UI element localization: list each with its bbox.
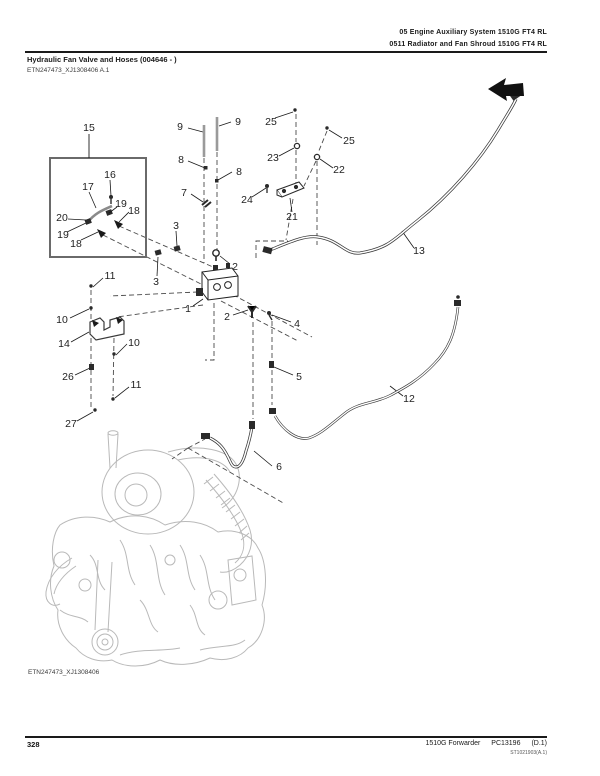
inset-box (49, 134, 147, 258)
callout-16: 16 (104, 168, 116, 181)
callout-25: 25 (343, 134, 355, 147)
hose-12 (269, 295, 461, 440)
callout-26: 26 (62, 370, 74, 383)
callout-9: 9 (235, 115, 241, 128)
header-rule (25, 51, 547, 53)
callout-3: 3 (153, 275, 159, 288)
direction-arrow-icon (488, 78, 524, 101)
callout-22: 22 (333, 163, 345, 176)
callout-24: 24 (241, 193, 253, 206)
callout-7: 7 (181, 186, 187, 199)
callout-1: 1 (185, 302, 191, 315)
callout-6: 6 (276, 460, 282, 473)
callout-19: 19 (57, 228, 69, 241)
callout-10: 10 (56, 313, 68, 326)
figure-reference-top: ETN247473_XJ1308406 A.1 (27, 67, 110, 74)
callout-15: 15 (83, 121, 95, 134)
callout-23: 23 (267, 151, 279, 164)
callout-17: 17 (82, 180, 94, 193)
callout-8: 8 (178, 153, 184, 166)
callout-8: 8 (236, 165, 242, 178)
callout-14: 14 (58, 337, 70, 350)
callout-25: 25 (265, 115, 277, 128)
header-line-2: 0511 Radiator and Fan Shroud 1510G FT4 R… (389, 41, 547, 48)
footer-right: 1510G Forwarder PC13196 (D.1) (416, 740, 547, 747)
callout-2: 2 (224, 310, 230, 323)
callout-4: 4 (294, 317, 300, 330)
footer-rule (25, 736, 547, 738)
callout-12: 12 (403, 392, 415, 405)
callout-11: 11 (104, 269, 116, 282)
callout-18: 18 (70, 237, 82, 250)
dashed-lines (90, 114, 328, 505)
figure-reference-bottom: ETN247473_XJ1308406 (28, 669, 100, 676)
callout-10: 10 (128, 336, 140, 349)
callout-27: 27 (65, 417, 77, 430)
footer-doc: PC13196 (491, 740, 521, 747)
callout-5: 5 (296, 370, 302, 383)
section-title: Hydraulic Fan Valve and Hoses (004646 - … (27, 55, 177, 64)
callout-18: 18 (128, 204, 140, 217)
footer-rev: (D.1) (531, 740, 547, 747)
footer-model: 1510G Forwarder (425, 740, 481, 747)
callout-21: 21 (286, 210, 298, 223)
header-line-1: 05 Engine Auxiliary System 1510G FT4 RL (399, 29, 547, 36)
leader-lines (66, 111, 415, 467)
callout-2: 2 (232, 260, 238, 273)
callout-3: 3 (173, 219, 179, 232)
callout-20: 20 (56, 211, 68, 224)
page-number: 328 (27, 740, 40, 749)
engine-sketch (45, 430, 266, 667)
footer-code: ST1021903(A.1) (510, 750, 547, 756)
callout-13: 13 (413, 244, 425, 257)
callout-11: 11 (130, 378, 142, 391)
callout-19: 19 (115, 197, 127, 210)
hose-6 (201, 421, 255, 469)
small-parts (89, 108, 329, 412)
callout-9: 9 (177, 120, 183, 133)
